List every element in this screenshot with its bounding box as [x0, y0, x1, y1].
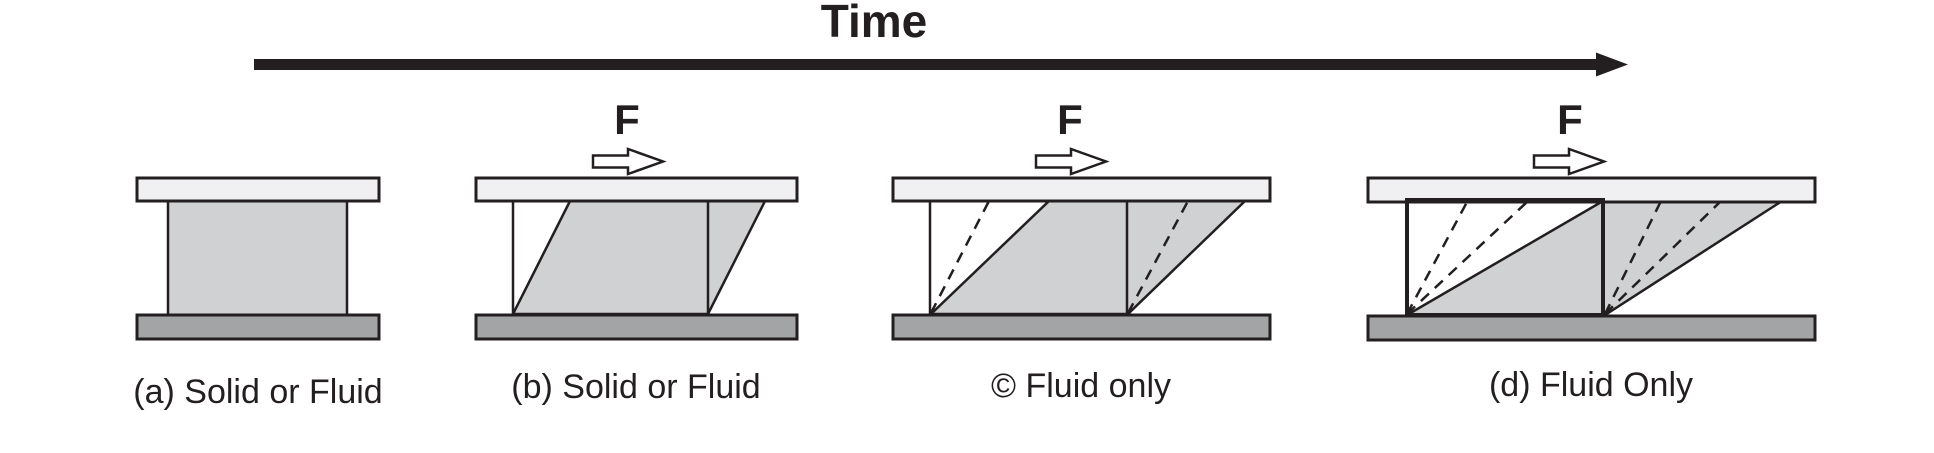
panel-a-top-plate [135, 176, 381, 203]
panel-c: F © Fluid only [891, 96, 1272, 405]
panel-c-bottom-plate [891, 313, 1272, 341]
panel-d-original-block-outline [1405, 198, 1605, 317]
panel-a-bottom-plate [135, 313, 381, 341]
panel-d-left-ghost-line-1 [1405, 201, 1469, 315]
panel-b-force-label: F [614, 96, 640, 143]
panel-d-force-label: F [1557, 96, 1583, 143]
panel-d-sheared-block [1402, 199, 1787, 317]
panel-d: F (d) Fluid Only [1366, 96, 1817, 404]
panel-c-left-ghost-line [929, 200, 991, 314]
time-axis: Time [254, 0, 1628, 77]
panel-d-force-arrow-icon [1532, 147, 1608, 176]
panel-d-left-ghost-line-2 [1406, 201, 1528, 315]
time-label: Time [821, 0, 928, 47]
panel-b-sheared-block [510, 199, 768, 316]
panel-c-caption: © Fluid only [991, 367, 1171, 405]
panel-a: (a) Solid or Fluid [133, 176, 383, 411]
panel-b-force-arrow-icon [591, 147, 667, 176]
panel-b: F (b) Solid or Fluid [474, 96, 799, 406]
panel-c-right-ghost-line [1126, 200, 1190, 314]
panel-b-top-plate [474, 176, 799, 203]
panel-d-right-ghost-line-1 [1603, 200, 1663, 315]
panel-b-bottom-plate [474, 313, 799, 341]
panel-c-force-label: F [1057, 96, 1083, 143]
panel-c-force-arrow-icon [1034, 147, 1110, 176]
panel-d-right-ghost-line-2 [1604, 200, 1722, 315]
panel-b-caption: (b) Solid or Fluid [511, 368, 760, 406]
panel-d-caption: (d) Fluid Only [1489, 366, 1693, 404]
panel-d-bottom-plate [1366, 314, 1817, 342]
panel-c-top-plate [891, 176, 1272, 203]
time-arrow-head-icon [1596, 52, 1628, 77]
panel-a-material-block [166, 198, 349, 317]
panel-c-sheared-block [927, 199, 1249, 316]
panel-a-caption: (a) Solid or Fluid [133, 373, 382, 411]
